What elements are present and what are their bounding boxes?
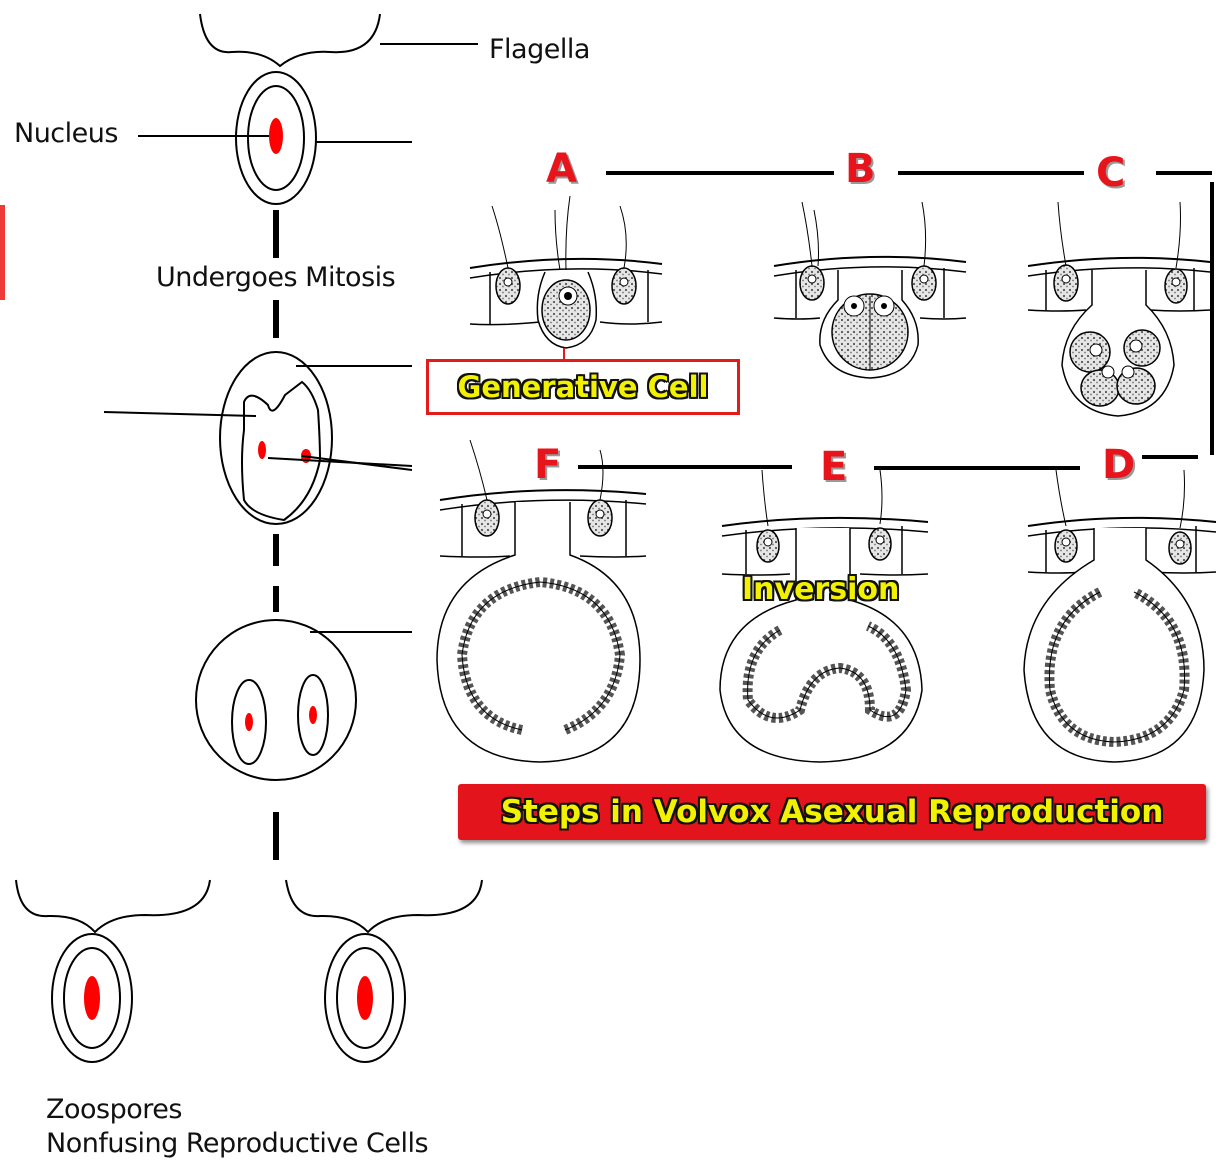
edge-artifact <box>0 205 5 300</box>
daughter-cell-2 <box>297 674 329 756</box>
mitosis-nucleus-1 <box>258 441 266 459</box>
generative-cell-tag: Generative Cell <box>426 359 740 415</box>
daughter-cell-1 <box>231 679 267 765</box>
nonfusing-label: Nonfusing Reproductive Cells <box>46 1128 429 1159</box>
mitosis-pointer-line-4 <box>301 455 413 471</box>
stage-d-illustration <box>1023 469 1217 763</box>
zoospore-1-flagella <box>15 879 211 934</box>
step-letter-e: E <box>820 444 848 490</box>
step-letter-f: F <box>534 442 562 488</box>
step-letter-a: A <box>546 146 577 192</box>
top-cell-inner <box>247 85 305 191</box>
title-banner: Steps in Volvox Asexual Reproduction <box>458 784 1206 840</box>
stage-e-illustration <box>719 469 929 763</box>
title-text: Steps in Volvox Asexual Reproduction <box>500 794 1164 830</box>
zoospore-2-inner <box>336 947 394 1049</box>
zoospore-2-nucleus <box>357 976 373 1020</box>
stage-a-illustration <box>469 195 663 362</box>
nucleus-label: Nucleus <box>14 118 118 149</box>
flagella-top <box>199 13 381 68</box>
zoospore-2-flagella <box>285 879 483 934</box>
generative-cell-label: Generative Cell <box>457 370 709 404</box>
zoospore-1-inner <box>63 947 121 1049</box>
step-letter-b: B <box>845 146 876 192</box>
step-letter-d: D <box>1102 442 1136 488</box>
mitosis-pointer-line-2 <box>103 411 257 417</box>
dividing-cell <box>195 619 357 781</box>
mitosis-pointer-line-3 <box>267 457 413 467</box>
stage-b-illustration <box>773 201 967 379</box>
stage-c-illustration <box>1027 201 1211 417</box>
zoospores-label: Zoospores <box>46 1094 182 1125</box>
daughter-nucleus-2 <box>309 706 317 724</box>
top-cell-outer <box>235 71 317 205</box>
top-nucleus <box>269 118 283 154</box>
mitosis-cell-outer <box>219 351 333 525</box>
stage-f-illustration <box>436 439 647 763</box>
inversion-label: Inversion <box>742 572 900 607</box>
step-letter-c: C <box>1096 150 1126 196</box>
flagella-label: Flagella <box>489 34 590 65</box>
mitosis-label: Undergoes Mitosis <box>156 262 396 293</box>
zoospore-1-outer <box>51 933 133 1063</box>
daughter-nucleus-1 <box>245 713 253 731</box>
zoospore-2-outer <box>324 933 406 1063</box>
zoospore-1-nucleus <box>84 976 100 1020</box>
mitosis-cell-inner <box>241 380 322 522</box>
